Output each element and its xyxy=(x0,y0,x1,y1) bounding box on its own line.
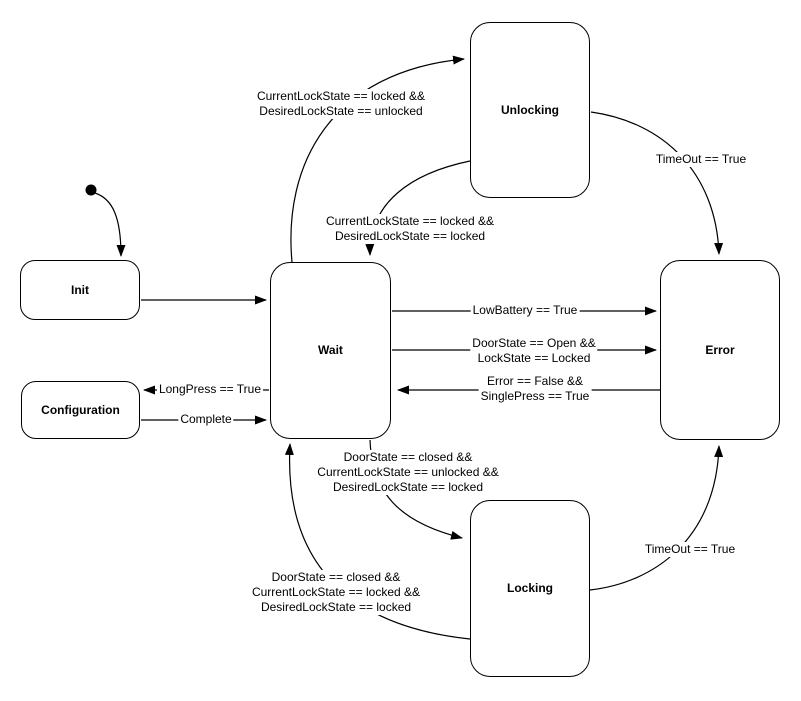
edge-wait-to-unlocking xyxy=(290,55,465,263)
state-wait-label: Wait xyxy=(318,343,343,357)
edge-locking-to-error xyxy=(589,445,724,591)
state-locking[interactable]: Locking xyxy=(470,500,590,677)
label-wait-to-locking: DoorState == closed && CurrentLockState … xyxy=(315,450,501,495)
state-error[interactable]: Error xyxy=(660,260,780,440)
state-unlocking[interactable]: Unlocking xyxy=(470,22,590,198)
label-wait-to-error-door: DoorState == Open && LockState == Locked xyxy=(470,336,598,366)
state-error-label: Error xyxy=(705,342,735,357)
edge-unlocking-to-error xyxy=(590,111,724,255)
state-locking-label: Locking xyxy=(506,581,553,595)
label-error-to-wait: Error == False && SinglePress == True xyxy=(478,374,592,404)
label-unlocking-to-error: TimeOut == True xyxy=(653,152,749,167)
state-configuration-label: Configuration xyxy=(41,402,120,417)
label-wait-to-error-battery: LowBattery == True xyxy=(470,303,580,318)
label-configuration-to-wait: Complete xyxy=(178,412,234,427)
state-configuration[interactable]: Configuration xyxy=(21,381,140,439)
edge-start-to-init xyxy=(94,192,126,257)
label-locking-to-wait: DoorState == closed && CurrentLockState … xyxy=(249,570,423,615)
label-unlocking-to-wait: CurrentLockState == locked && DesiredLoc… xyxy=(323,214,497,244)
state-unlocking-label: Unlocking xyxy=(500,102,559,117)
label-wait-to-configuration: LongPress == True xyxy=(156,382,264,397)
label-locking-to-error: TimeOut == True xyxy=(642,542,738,557)
state-init[interactable]: Init xyxy=(20,260,140,320)
state-wait[interactable]: Wait xyxy=(270,262,391,439)
state-init-label: Init xyxy=(71,282,89,297)
initial-state-dot xyxy=(85,184,97,196)
label-wait-to-unlocking: CurrentLockState == locked && DesiredLoc… xyxy=(254,89,428,119)
